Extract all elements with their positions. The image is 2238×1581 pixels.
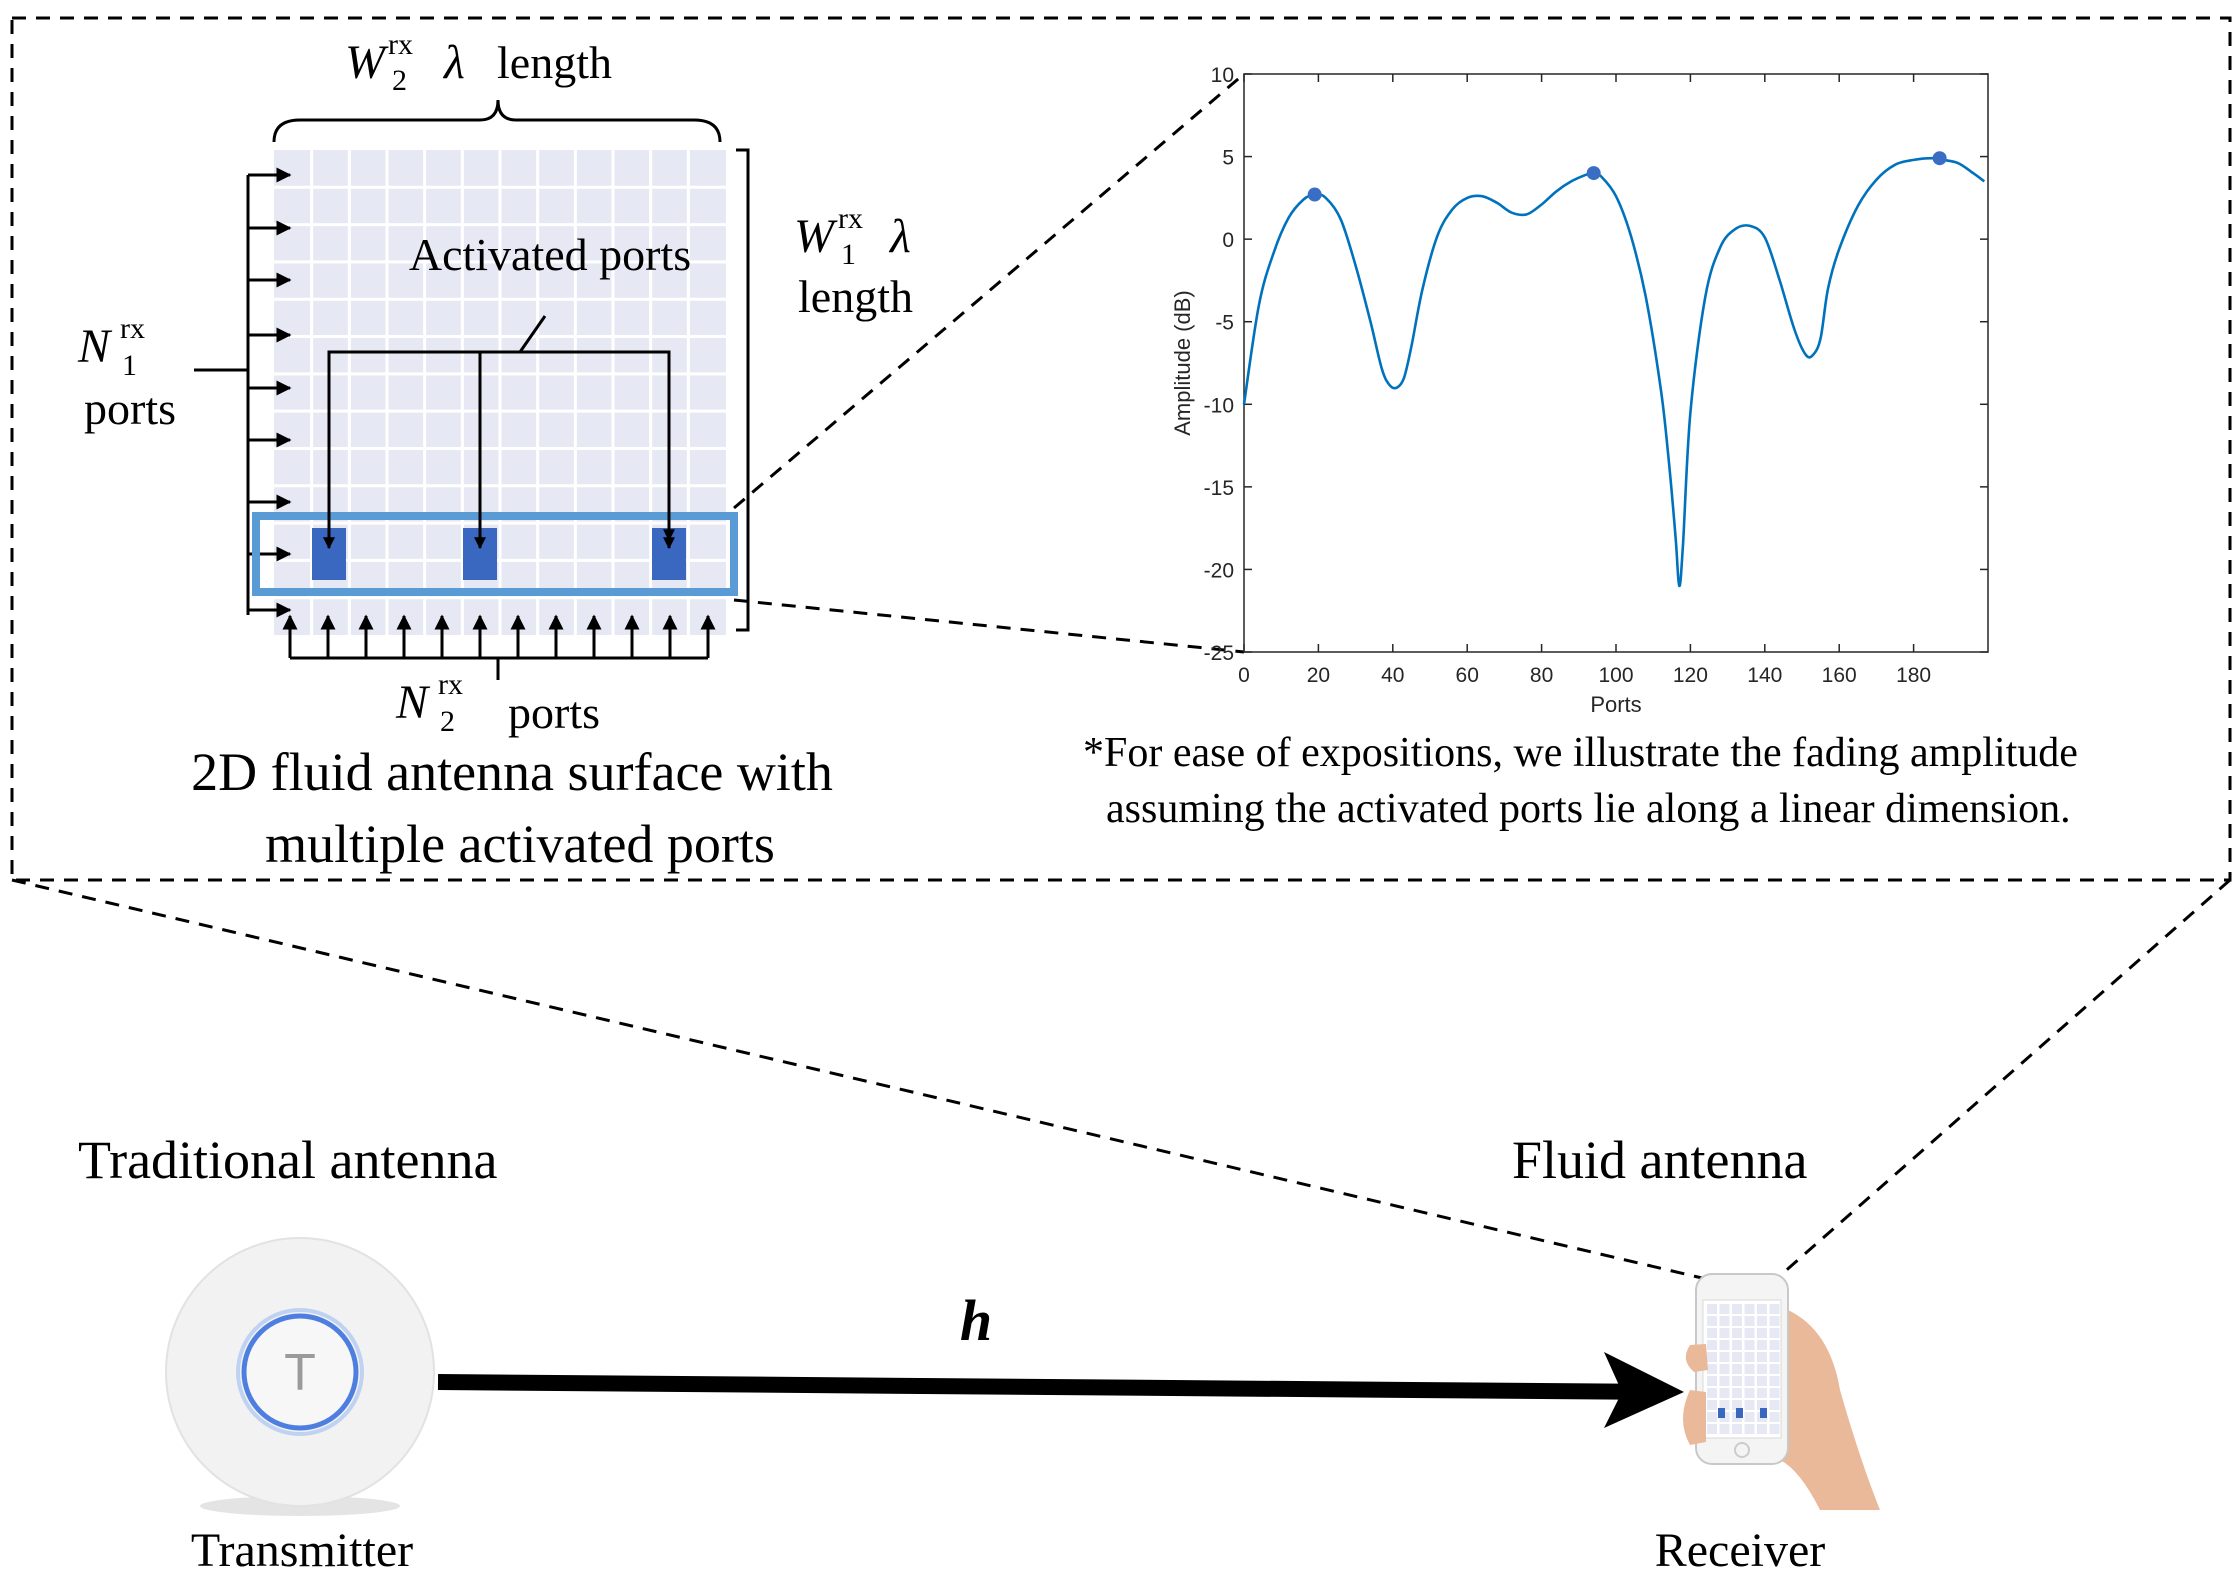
height-label-sub: 1: [841, 238, 856, 271]
traditional-antenna-label: Traditional antenna: [78, 1130, 497, 1190]
y-tick-label: -10: [1204, 394, 1234, 417]
chart-point-1: [1307, 187, 1322, 202]
width-brace: [272, 99, 722, 143]
rows-label-symbol: N: [77, 320, 113, 373]
chart-zoom-top: [733, 72, 1245, 510]
height-label-sup: rx: [838, 202, 863, 235]
channel-arrowhead: [1604, 1352, 1684, 1428]
x-tick-label: 160: [1822, 664, 1857, 687]
row-arrows: [248, 167, 292, 618]
rows-label-sup: rx: [120, 312, 145, 345]
x-tick-label: 20: [1307, 664, 1330, 687]
transmitter-device-icon: T: [165, 1237, 435, 1516]
x-tick-label: 100: [1598, 664, 1633, 687]
x-tick-label: 80: [1530, 664, 1553, 687]
y-tick-label: -25: [1204, 642, 1234, 665]
fluid-antenna-label: Fluid antenna: [1512, 1130, 1807, 1190]
activated-ports-label: Activated ports: [409, 229, 691, 280]
grid-caption-line2: multiple activated ports: [265, 814, 775, 874]
zoom-line-right: [1781, 878, 2231, 1276]
y-tick-label: -20: [1204, 559, 1234, 582]
x-tick-label: 0: [1238, 664, 1250, 687]
chart-zoom-bottom: [733, 598, 1245, 654]
chart-highlight-points: [1307, 151, 1947, 202]
y-tick-label: 5: [1222, 147, 1234, 170]
height-label-lambda: λ: [888, 210, 911, 263]
amplitude-chart: 0 20 40 60 80 100 120 140 160 180 10 5 0 -5 -10 -15 -20 -…: [1170, 64, 1989, 717]
chart-point-3: [1932, 151, 1947, 166]
grid-caption-line1: 2D fluid antenna surface with: [191, 742, 833, 802]
chart-xlabel: Ports: [1590, 692, 1641, 717]
chart-point-2: [1586, 166, 1601, 181]
chart-series-line: [1242, 156, 1986, 588]
y-tick-label: 10: [1211, 64, 1234, 87]
chart-plot-area: [1243, 73, 1989, 653]
rows-label-word: ports: [84, 383, 176, 434]
rows-label-sub: 1: [122, 349, 137, 382]
activated-pointer: [518, 315, 547, 353]
height-label-symbol: W: [794, 210, 838, 263]
width-label-sup: rx: [388, 28, 413, 61]
receiver-label: Receiver: [1655, 1524, 1826, 1577]
antenna-grid: [274, 150, 726, 635]
channel-arrow: [437, 1374, 1661, 1400]
zoom-line-left: [11, 878, 1703, 1280]
receiver-phone-icon: [1683, 1273, 1880, 1510]
cols-label-sub: 2: [440, 705, 455, 738]
width-label-sub: 2: [392, 64, 407, 97]
chart-note-line1: *For ease of expositions, we illustrate …: [1083, 730, 2078, 776]
cols-label-symbol: N: [395, 676, 431, 729]
width-label-word: length: [497, 37, 612, 88]
cols-label-word: ports: [508, 687, 600, 738]
transmitter-label: Transmitter: [191, 1524, 413, 1577]
channel-label: h: [960, 1288, 992, 1353]
column-arrows: [282, 614, 716, 658]
x-tick-label: 60: [1456, 664, 1479, 687]
height-brace: [736, 148, 750, 632]
x-tick-label: 180: [1896, 664, 1931, 687]
activated-row-highlight: [252, 512, 738, 596]
height-label-word: length: [798, 271, 913, 322]
x-tick-label: 140: [1747, 664, 1782, 687]
y-tick-label: -5: [1215, 312, 1234, 335]
zoom-box: [10, 16, 2232, 882]
x-tick-label: 40: [1381, 664, 1404, 687]
x-tick-label: 120: [1673, 664, 1708, 687]
chart-note-line2: assuming the activated ports lie along a…: [1106, 786, 2071, 832]
transmitter-letter: T: [284, 1344, 316, 1402]
width-label-lambda: λ: [442, 36, 465, 89]
cols-label-sup: rx: [438, 668, 463, 701]
y-tick-label: -15: [1204, 477, 1234, 500]
width-label-symbol: W: [345, 36, 389, 89]
y-tick-label: 0: [1222, 229, 1234, 252]
chart-ylabel: Amplitude (dB): [1170, 290, 1195, 436]
chart-ticks: 0 20 40 60 80 100 120 140 160 180 10 5 0 -5 -10 -15 -20 -…: [1204, 64, 1988, 687]
